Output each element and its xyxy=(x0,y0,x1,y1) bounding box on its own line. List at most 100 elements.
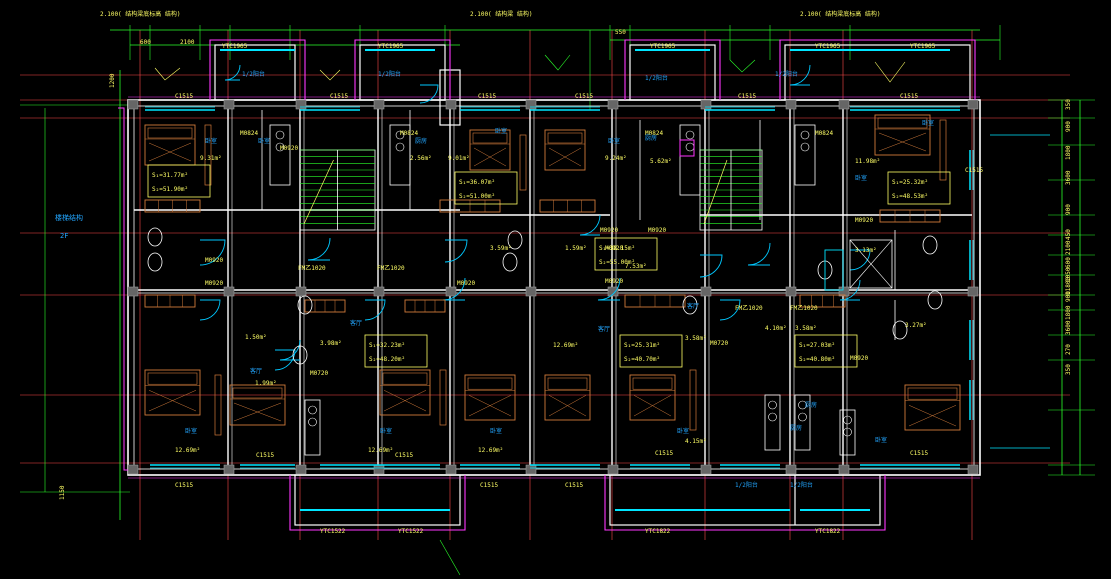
room-name: 卧室 xyxy=(380,427,392,435)
structural-column xyxy=(223,99,235,110)
left-dimension-label: 1150 xyxy=(59,485,66,500)
door-swing xyxy=(747,242,771,266)
room-name: 客厅 xyxy=(250,367,262,375)
stove-burner xyxy=(843,415,852,425)
structural-column xyxy=(967,99,979,110)
wardrobe xyxy=(204,124,212,186)
structural-column xyxy=(127,286,139,297)
area-box-line: S₂=48.53m² xyxy=(892,193,928,200)
bed-pillow xyxy=(632,377,673,390)
bay-wall xyxy=(294,474,461,526)
stove-burner xyxy=(768,400,777,410)
room-area: 4.10m² xyxy=(765,325,787,332)
toilet xyxy=(892,320,908,340)
kitchen-counter xyxy=(839,409,856,456)
appliance-marker xyxy=(679,139,695,157)
room-area: 5.62m² xyxy=(650,158,672,165)
structural-column xyxy=(700,464,712,475)
stove-burner xyxy=(800,130,810,140)
window-tag: YTC1522 xyxy=(320,528,346,535)
toilet xyxy=(927,290,943,310)
window-tag: C1515 xyxy=(655,450,673,457)
area-box xyxy=(794,334,858,368)
balcony-label: 1/2阳台 xyxy=(645,74,668,82)
room-name: 厨房 xyxy=(790,424,802,432)
stove-burner xyxy=(800,142,810,152)
structural-column xyxy=(295,464,307,475)
room-name: 卧室 xyxy=(608,137,620,145)
structural-column xyxy=(445,286,457,297)
room-name: 卧室 xyxy=(922,119,934,127)
room-area: 3.58m² xyxy=(795,325,817,332)
bed-sheet-line xyxy=(878,132,927,152)
room-area: 1.50m² xyxy=(245,334,267,341)
stove-burner xyxy=(798,412,807,422)
right-dimension-label: 1800 xyxy=(1065,305,1072,320)
area-box-line: S₁=38.15m² xyxy=(599,245,635,252)
door-tag: M0824 xyxy=(240,130,258,137)
furniture xyxy=(144,114,961,436)
kitchen-counter xyxy=(794,124,816,186)
door-swing xyxy=(364,299,386,321)
room-name: 客厅 xyxy=(350,319,362,327)
room-name: 厨房 xyxy=(805,401,817,409)
bed xyxy=(629,374,676,421)
window-tag: YTC1965 xyxy=(222,43,248,50)
toilet xyxy=(147,252,163,272)
balcony-label: 1/2阳台 xyxy=(775,70,798,78)
structural-column xyxy=(785,286,797,297)
wardrobe xyxy=(519,134,527,191)
area-box-line: S₂=51.90m² xyxy=(152,186,188,193)
right-dimension-label: 350 xyxy=(1065,99,1072,110)
room-name: 卧室 xyxy=(258,137,270,145)
bed xyxy=(544,374,591,421)
right-dimension-label: 3600 xyxy=(1065,320,1072,335)
door-swing xyxy=(597,277,621,301)
structural-column xyxy=(525,464,537,475)
bed-sheet-line xyxy=(473,147,507,167)
door-tag: M0720 xyxy=(310,370,328,377)
room-name: 卧室 xyxy=(677,427,689,435)
toilet xyxy=(502,252,518,272)
structural-column xyxy=(967,286,979,297)
bay-wall xyxy=(359,44,446,101)
stove-burner xyxy=(395,130,405,140)
top-dimension-label: 2100 xyxy=(180,39,195,46)
wardrobe xyxy=(214,374,222,436)
window-tag: C1515 xyxy=(175,482,193,489)
structural-column xyxy=(838,99,850,110)
top-dimension-label: 600 xyxy=(140,39,151,46)
shaft-cross xyxy=(849,239,893,289)
balcony-label: 1/2阳台 xyxy=(378,70,401,78)
area-box xyxy=(364,334,428,368)
door-tag: M0920 xyxy=(280,145,298,152)
door-swing xyxy=(839,279,861,301)
bed xyxy=(379,369,431,416)
bay-marker xyxy=(544,54,571,71)
structural-column xyxy=(967,464,979,475)
stove-burner xyxy=(395,142,405,152)
top-note: 2.100( 结构梁 结构) xyxy=(470,10,533,18)
window-tag: C1515 xyxy=(395,452,413,459)
area-box-line: S₂=48.20m² xyxy=(369,356,405,363)
stove-burner xyxy=(308,417,317,427)
right-dimension-label: 3600 xyxy=(1065,170,1072,185)
bed xyxy=(904,384,961,431)
kitchen-counter xyxy=(794,394,811,451)
stove-burner xyxy=(798,400,807,410)
balcony-outline-top xyxy=(624,39,721,100)
wardrobe xyxy=(439,369,447,426)
right-dimension-label: 450 xyxy=(1065,229,1072,240)
door-swing xyxy=(274,349,296,371)
bay-wall xyxy=(609,474,881,526)
door-tag: FM乙1020 xyxy=(377,265,405,272)
door-swing xyxy=(719,299,741,321)
structural-column xyxy=(785,464,797,475)
bed xyxy=(229,384,286,426)
balcony-outline-bottom xyxy=(289,475,466,531)
room-name: 卧室 xyxy=(875,436,887,444)
shaft xyxy=(849,239,893,289)
window-tag: YTC1965 xyxy=(910,43,936,50)
stair-arrow xyxy=(303,159,334,225)
